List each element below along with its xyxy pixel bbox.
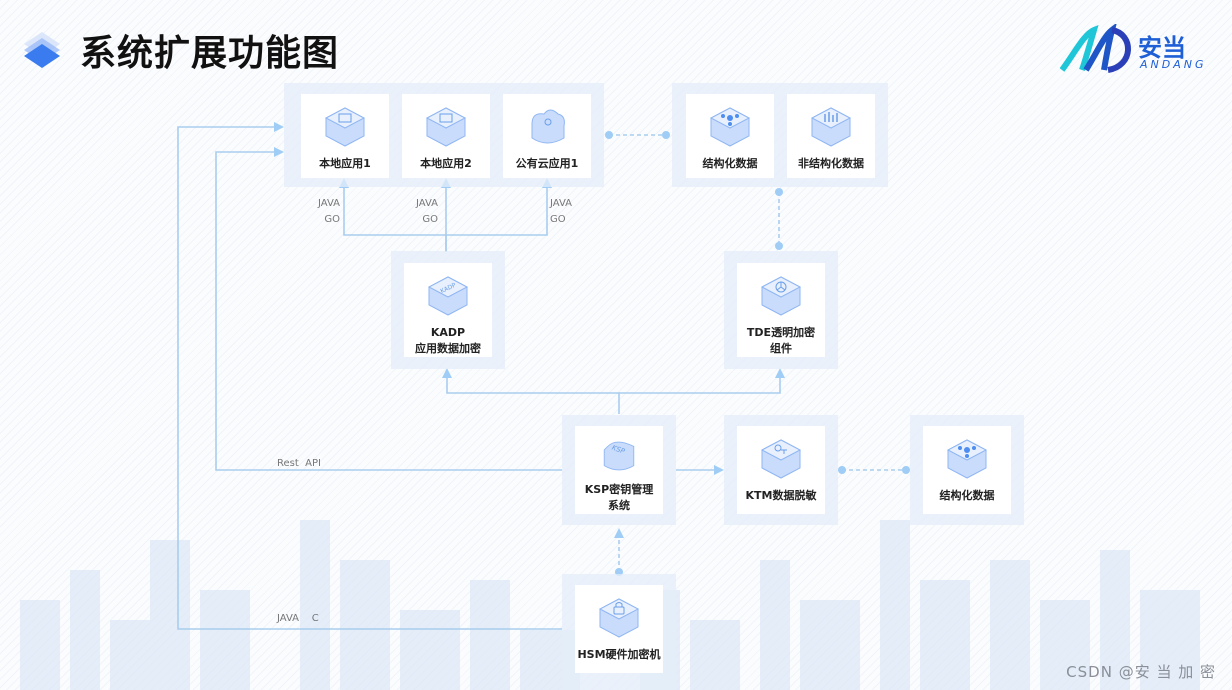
node-structured-data-bottom[interactable]: 结构化数据 <box>923 426 1011 514</box>
node-cloud-app-1[interactable]: 公有云应用1 <box>503 94 591 178</box>
andang-logo: 安当 ANDANG <box>1059 22 1204 74</box>
kadp-box-icon: KADP <box>427 276 469 316</box>
edge-label-java-c: JAVA C <box>277 613 319 624</box>
edge-label-rest-api: Rest API <box>277 458 321 469</box>
edge-ksp-rest-api <box>215 147 562 471</box>
logo-text-cn: 安当 <box>1138 34 1186 62</box>
edge-ksp-to-tde <box>619 368 785 394</box>
node-label: TDE透明加密 组件 <box>746 326 816 355</box>
node-unstructured-data[interactable]: 非结构化数据 <box>787 94 875 178</box>
pie-box-icon <box>760 276 802 316</box>
node-label: 非结构化数据 <box>798 157 864 170</box>
edge-label-java-go-2: JAVA GO <box>415 198 438 225</box>
andang-logo-mark-icon <box>1059 22 1131 73</box>
node-local-app-1[interactable]: 本地应用1 <box>301 94 389 178</box>
network-node-icon <box>709 107 751 147</box>
layers-icon <box>24 32 60 68</box>
edge-ksp-to-kadp <box>442 368 620 414</box>
bar-chart-icon <box>810 107 852 147</box>
app-box-icon <box>324 107 366 147</box>
node-label: HSM硬件加密机 <box>577 648 661 661</box>
node-kadp[interactable]: KADP KADP 应用数据加密 <box>404 263 492 357</box>
network-node-icon <box>946 439 988 479</box>
lock-box-icon <box>598 598 640 638</box>
watermark: CSDN @安 当 加 密 <box>1066 663 1216 681</box>
node-label: KTM数据脱敏 <box>745 489 817 502</box>
edge-label-java-go-1: JAVA GO <box>317 198 340 225</box>
node-structured-data-top[interactable]: 结构化数据 <box>686 94 774 178</box>
node-label: 本地应用2 <box>420 157 472 170</box>
node-label: KSP密钥管理 系统 <box>584 483 654 512</box>
node-label: 本地应用1 <box>319 157 371 170</box>
node-hsm[interactable]: HSM硬件加密机 <box>575 585 663 673</box>
node-label: KADP 应用数据加密 <box>415 326 481 355</box>
cloud-app-icon <box>531 109 565 144</box>
mask-box-icon <box>760 439 802 479</box>
node-local-app-2[interactable]: 本地应用2 <box>402 94 490 178</box>
node-label: 公有云应用1 <box>515 157 579 170</box>
node-label: 结构化数据 <box>939 489 995 502</box>
app-box-icon <box>425 107 467 147</box>
node-ksp[interactable]: KSP KSP密钥管理 系统 <box>575 426 663 514</box>
node-ktm[interactable]: KTM数据脱敏 <box>737 426 825 514</box>
edge-hsm-java-c <box>177 122 562 630</box>
ksp-shield-icon: KSP <box>603 441 635 471</box>
node-label: 结构化数据 <box>702 157 758 170</box>
page-title: 系统扩展功能图 <box>80 33 340 74</box>
logo-text-en: ANDANG <box>1140 58 1207 71</box>
edge-kadp-to-cloud1 <box>446 178 552 236</box>
page-header: 系统扩展功能图 <box>20 24 339 76</box>
node-tde[interactable]: TDE透明加密 组件 <box>737 263 825 357</box>
edge-label-java-go-3: JAVA GO <box>550 198 573 225</box>
